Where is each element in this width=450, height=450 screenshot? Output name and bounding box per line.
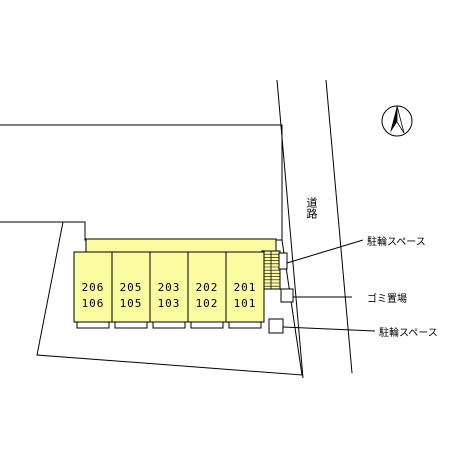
unit-number-upper: 203	[157, 281, 181, 294]
unit-entrance-tab	[190, 321, 224, 329]
road-edge-left	[276, 79, 304, 379]
unit-number-upper: 206	[81, 281, 105, 294]
unit-block	[149, 251, 189, 323]
unit-number-lower: 106	[81, 297, 105, 310]
unit-block	[187, 251, 227, 323]
leader-bike-parking-2	[282, 326, 376, 332]
unit-number-upper: 205	[119, 281, 143, 294]
north-arrow-icon	[381, 105, 413, 137]
building-back-strip	[85, 238, 277, 254]
bike-parking-1-box	[278, 252, 288, 270]
road-edge-right	[325, 79, 353, 374]
unit-block	[225, 251, 265, 323]
unit-number-lower: 105	[119, 297, 143, 310]
unit-number-lower: 103	[157, 297, 181, 310]
unit-entrance-tab	[228, 321, 262, 329]
road-label: 道路	[305, 197, 318, 219]
unit-entrance-tab	[114, 321, 148, 329]
unit-block	[111, 251, 151, 323]
unit-entrance-tab	[76, 321, 110, 329]
unit-number-lower: 101	[233, 297, 257, 310]
garbage-area-label: ゴミ置場	[367, 294, 407, 305]
garbage-area-box	[280, 288, 294, 303]
unit-entrance-tab	[152, 321, 186, 329]
leader-bike-parking-1	[286, 239, 364, 264]
unit-number-upper: 202	[195, 281, 219, 294]
bike-parking-2-label: 駐輪スペース	[379, 328, 438, 339]
unit-number-upper: 201	[233, 281, 257, 294]
neighbor-lot-outline	[0, 124, 283, 249]
unit-number-lower: 102	[195, 297, 219, 310]
bike-parking-1-label: 駐輪スペース	[367, 237, 426, 248]
stairs	[261, 250, 281, 290]
bike-parking-2-box	[268, 318, 284, 334]
